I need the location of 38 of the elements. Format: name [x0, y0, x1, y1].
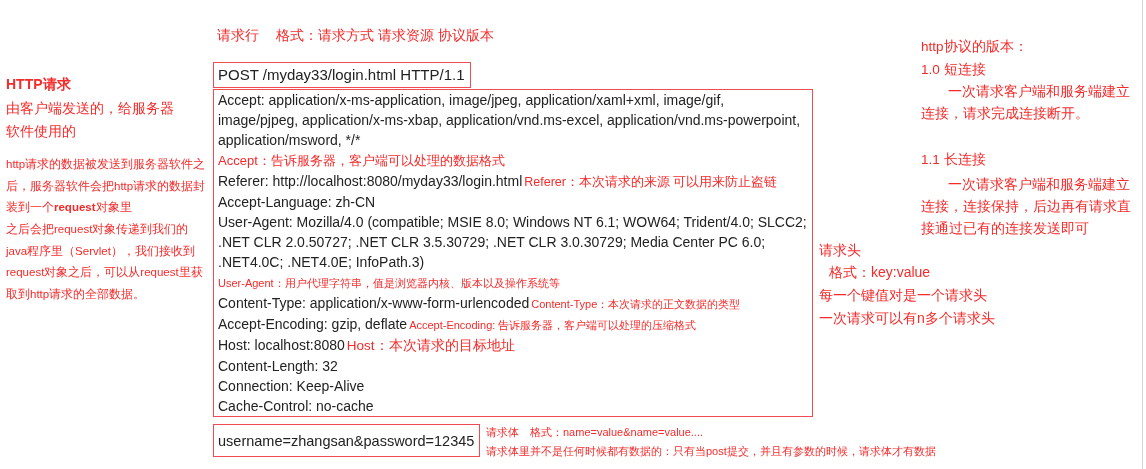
annotation-text: Content-Type：本次请求的正文数据的类型	[531, 298, 741, 310]
request-line-text: POST /myday33/login.html HTTP/1.1	[218, 66, 465, 83]
annotation-text: Host：本次请求的目标地址	[346, 338, 515, 353]
note-text: 1.0 短连接	[921, 61, 986, 79]
annotation-text: Accept-Encoding: 告诉服务器，客户端可以处理的压缩格式	[409, 319, 697, 331]
annotation-text: User-Agent：用户代理字符串，值是浏览器内核、版本以及操作系统等	[218, 277, 560, 289]
header-field-text: Connection: Keep-Alive	[218, 378, 365, 394]
header-field-text: Cache-Control: no-cache	[218, 398, 374, 414]
header-field-text: Accept: application/x-ms-application, image/jpeg, application/xaml+xml, image/gif, image/pjpeg, application/x-ms-xbap, application/vnd.ms-excel, application/vnd.ms-powerpoint, application/msword, */*	[218, 92, 801, 148]
request-body-text: username=zhangsan&password=12345	[218, 433, 475, 449]
header-field-text: User-Agent: Mozilla/4.0 (compatible; MSIE 8.0; Windows NT 6.1; WOW64; Trident/4.0; SLCC2; .NET CLR 2.0.50727; .NET CLR 3.5.30729; .NET CLR 3.0.30729; Media Center PC 6.0; .NET4.0C; .NET4.0E; InfoPath.3)	[218, 214, 807, 270]
note-text: 每一个键值对是一个请求头	[819, 286, 987, 304]
note-text: 格式：请求方式 请求资源 协议版本	[276, 26, 494, 44]
note-text: 格式：key:value	[829, 263, 931, 281]
caption-text: 请求体	[486, 425, 519, 440]
annotation-text: Accept：告诉服务器，客户端可以处理的数据格式	[218, 153, 505, 168]
note-text: 格式：name=value&name=value....	[530, 425, 704, 440]
note-text: 一次请求客户端和服务端建立连接，连接保持，后边再有请求直接通过已有的连接发送即可	[921, 176, 1132, 238]
description-text: http请求的数据被发送到服务器软件之后，服务器软件会把http请求的数据封装到一个request对象里	[6, 157, 206, 215]
heading: http协议的版本：	[921, 38, 1028, 56]
header-field-text: Content-Type: application/x-www-form-urlencoded	[218, 295, 530, 311]
note-text: 请求体里并不是任何时候都有数据的：只有当post提交，并且有参数的时候，请求体才有数据	[486, 444, 936, 459]
note-text: 一次请求客户端和服务端建立连接，请求完成连接断开。	[921, 83, 1131, 123]
header-field-text: Accept-Encoding: gzip, deflate	[218, 316, 408, 332]
heading: HTTP请求	[6, 75, 71, 94]
annotation-text: Referer：本次请求的来源 可以用来防止盗链	[524, 175, 778, 189]
request-headers-box	[213, 89, 813, 417]
description-text: 之后会把request对象传递到我们的java程序里（Servlet），我们接收到request对象之后，可以从request里获取到http请求的全部数据。	[6, 222, 204, 302]
header-field-text: Accept-Language: zh-CN	[218, 194, 376, 210]
request-body-box	[213, 424, 481, 457]
caption-text: 请求头	[819, 241, 861, 259]
header-field-text: Content-Length: 32	[218, 358, 338, 374]
header-field-text: Host: localhost:8080	[218, 337, 345, 353]
header-field-text: Referer: http://localhost:8080/myday33/login.html	[218, 173, 523, 189]
caption-text: 请求行	[217, 26, 259, 44]
description-text: 由客户端发送的，给服务器软件使用的	[6, 99, 175, 141]
note-text: 一次请求可以有n多个请求头	[819, 309, 995, 327]
note-text: 1.1 长连接	[921, 151, 986, 169]
